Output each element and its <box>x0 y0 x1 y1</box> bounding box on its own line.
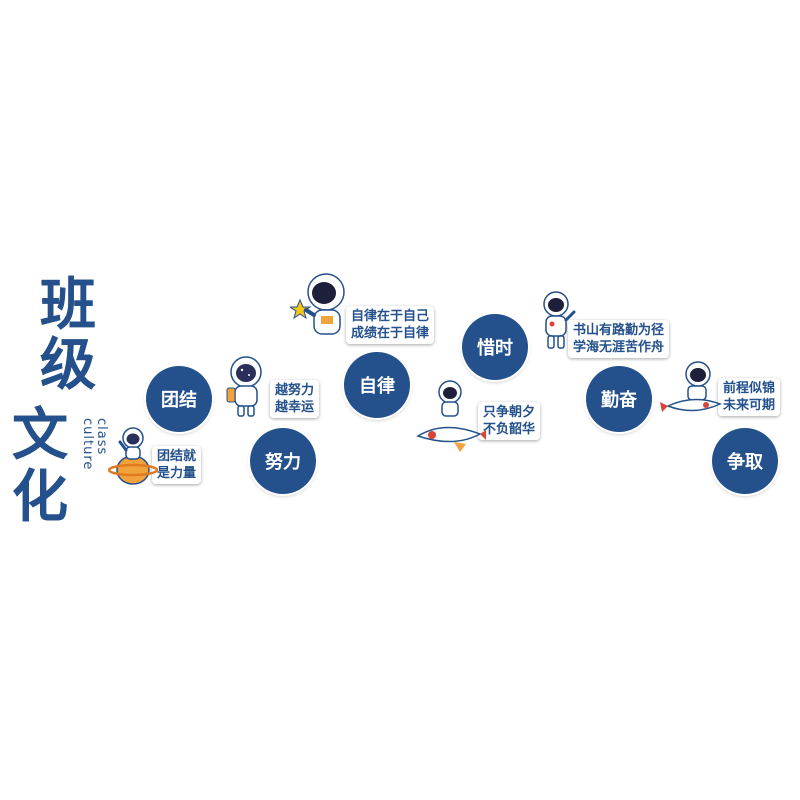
slogan-future: 前程似锦 未来可期 <box>718 378 781 416</box>
circle-strive: 争取 <box>712 428 778 494</box>
slogan-effort: 越努力 越幸运 <box>270 380 320 418</box>
subtitle-line2: culture <box>80 418 96 471</box>
astronaut-with-bottle-icon <box>226 356 262 417</box>
circle-diligence: 勤奋 <box>586 366 652 432</box>
slogan-line: 学海无涯苦作舟 <box>573 340 665 355</box>
slogan-line: 团结就 <box>157 449 197 464</box>
circle-cherish-time: 惜时 <box>462 314 528 380</box>
subtitle-class-culture: class culture <box>80 418 109 508</box>
slogan-line: 未来可期 <box>723 398 776 413</box>
title-char-3: 文 <box>12 403 68 468</box>
astronaut-on-planet-icon <box>108 427 158 485</box>
circle-unity: 团结 <box>146 366 212 432</box>
title-char-2: 级 <box>40 333 96 398</box>
slogan-line: 越幸运 <box>275 400 315 415</box>
circle-effort: 努力 <box>250 428 316 494</box>
astronaut-holding-star-icon <box>290 273 345 335</box>
slogan-line: 越努力 <box>275 383 315 398</box>
slogan-line: 是力量 <box>157 466 197 481</box>
slogan-unity: 团结就 是力量 <box>152 446 202 484</box>
astronaut-on-rocket-icon <box>416 380 486 452</box>
slogan-line: 不负韶华 <box>483 422 536 437</box>
title-char-1: 班 <box>40 273 96 338</box>
slogan-diligence: 书山有路勤为径 学海无涯苦作舟 <box>568 320 670 358</box>
slogan-seize-day: 只争朝夕 不负韶华 <box>478 402 541 440</box>
astronaut-waving-icon <box>543 291 576 349</box>
title-char-4: 化 <box>12 465 68 530</box>
circle-self-discipline: 自律 <box>344 352 410 418</box>
slogan-line: 自律在于自己 <box>351 309 430 324</box>
slogan-line: 只争朝夕 <box>483 405 536 420</box>
subtitle-line1: class <box>94 418 109 456</box>
slogan-line: 书山有路勤为径 <box>573 323 665 338</box>
astronaut-riding-rocket-icon <box>660 361 722 412</box>
slogan-line: 成绩在于自律 <box>351 326 430 341</box>
slogan-self-discipline: 自律在于自己 成绩在于自律 <box>346 306 435 344</box>
slogan-line: 前程似锦 <box>723 381 776 396</box>
